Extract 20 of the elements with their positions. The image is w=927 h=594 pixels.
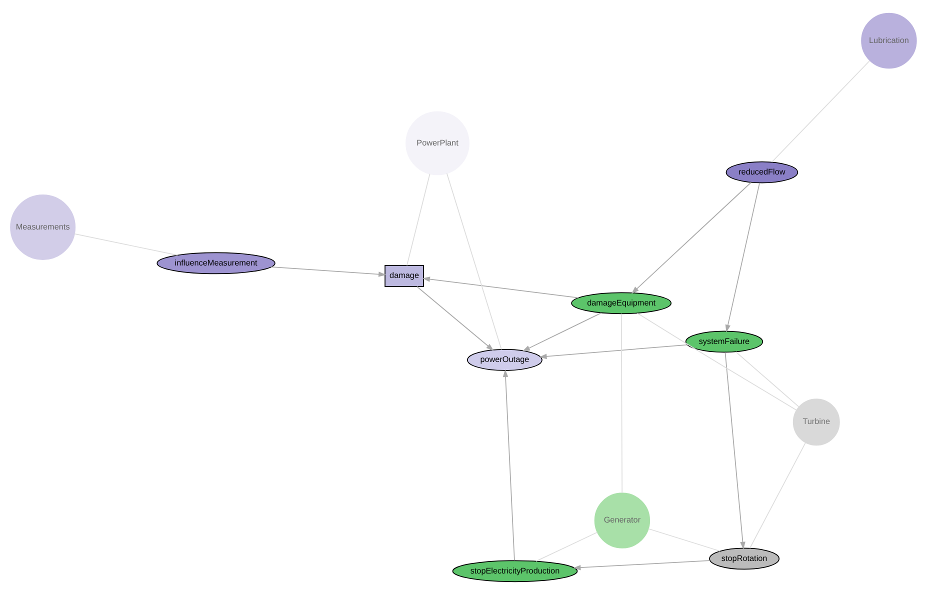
arrow: [573, 560, 710, 570]
connector: [446, 172, 502, 350]
connector: [620, 312, 623, 493]
connector: [749, 442, 806, 548]
arrow: [416, 286, 494, 350]
arrow: [724, 351, 746, 549]
arrow: [502, 368, 515, 560]
connector: [406, 172, 430, 266]
arrow: [422, 276, 579, 298]
arrow: [539, 344, 688, 359]
connector: [536, 531, 598, 562]
connector: [74, 232, 178, 256]
connector: [735, 350, 800, 407]
connector: [637, 312, 797, 410]
connector: [648, 528, 720, 552]
arrow: [631, 181, 752, 294]
arrow: [522, 312, 602, 351]
arrow: [725, 182, 760, 332]
arrow: [270, 266, 386, 276]
connector: [771, 60, 870, 162]
